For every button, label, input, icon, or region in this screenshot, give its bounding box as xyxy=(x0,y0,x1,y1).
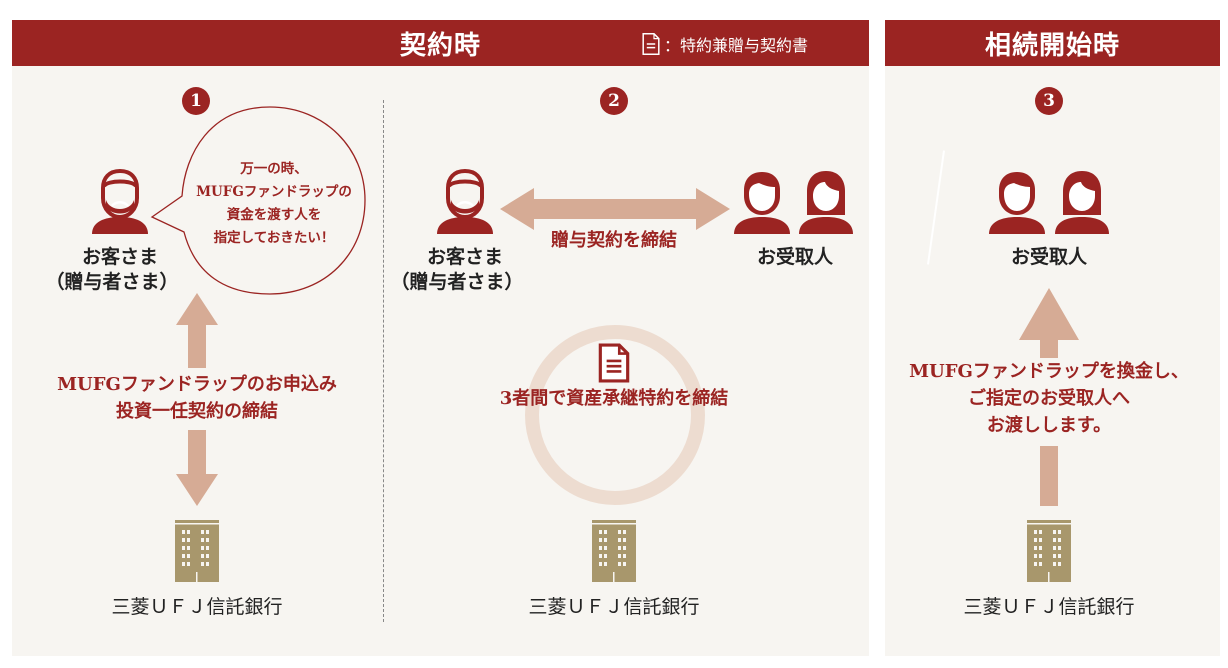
bubble-line: 指定しておきたい！ xyxy=(213,230,335,246)
male-recipient-icon xyxy=(987,168,1047,234)
bubble-text: 万一の時、 MUFGファンドラップの 資金を渡す人を 指定しておきたい！ xyxy=(196,158,352,250)
bank-building-icon xyxy=(592,520,636,582)
customer-sub-label: （贈与者さま） xyxy=(45,271,179,293)
text-line: 投資一任契約の締結 xyxy=(116,401,278,422)
legend: ：特約兼贈与契約書 xyxy=(642,30,808,58)
customer-icon xyxy=(435,168,495,234)
male-recipient-icon xyxy=(732,168,792,234)
up-arrow xyxy=(176,293,218,368)
up-arrow xyxy=(1019,288,1079,358)
text-line: ご指定のお受取人へ xyxy=(968,388,1130,409)
customer-sub-label: （贈与者さま） xyxy=(390,271,524,293)
text-line: お渡しします。 xyxy=(986,415,1112,436)
customer-label: お客さま xyxy=(426,246,504,268)
contract-header: 契約時 xyxy=(12,20,869,66)
recipient-label: お受取人 xyxy=(1010,246,1088,268)
payout-text: MUFGファンドラップを換金し、 ご指定のお受取人へ お渡しします。 xyxy=(909,358,1189,439)
step-number-3: 3 xyxy=(1035,87,1063,115)
bank-building-icon xyxy=(175,520,219,582)
step-number-2: 2 xyxy=(600,87,628,115)
bubble-line: 万一の時、 xyxy=(240,161,308,177)
customer-label: お客さま xyxy=(81,246,159,268)
contract-panel xyxy=(12,20,869,656)
bank-building-icon xyxy=(1027,520,1071,582)
application-text: MUFGファンドラップのお申込み 投資一任契約の締結 xyxy=(57,371,337,425)
succession-agreement-text: 3者間で資産承継特約を締結 xyxy=(499,388,729,409)
inheritance-title: 相続開始時 xyxy=(984,30,1120,61)
legend-text: ：特約兼贈与契約書 xyxy=(664,36,809,55)
bubble-line: 資金を渡す人を xyxy=(226,207,322,223)
text-line: MUFGファンドラップを換金し、 xyxy=(909,361,1189,382)
double-arrow xyxy=(500,188,730,230)
document-icon xyxy=(642,33,660,55)
arrow-shaft xyxy=(1040,446,1058,506)
female-recipient-icon xyxy=(1052,168,1112,234)
step-number-1: 1 xyxy=(182,87,210,115)
bank-label: 三菱ＵＦＪ信託銀行 xyxy=(111,596,283,618)
section-divider xyxy=(383,100,384,622)
down-arrow xyxy=(176,430,218,506)
bank-label: 三菱ＵＦＪ信託銀行 xyxy=(963,596,1135,618)
gift-contract-text: 贈与契約を締結 xyxy=(551,230,677,251)
recipient-label: お受取人 xyxy=(756,246,834,268)
document-icon xyxy=(598,343,630,383)
bank-label: 三菱ＵＦＪ信託銀行 xyxy=(528,596,700,618)
inheritance-header: 相続開始時 xyxy=(885,20,1220,66)
female-recipient-icon xyxy=(796,168,856,234)
speech-bubble xyxy=(150,106,366,295)
bubble-line: MUFGファンドラップの xyxy=(196,184,352,200)
text-line: MUFGファンドラップのお申込み xyxy=(57,374,337,395)
contract-title: 契約時 xyxy=(399,30,481,61)
